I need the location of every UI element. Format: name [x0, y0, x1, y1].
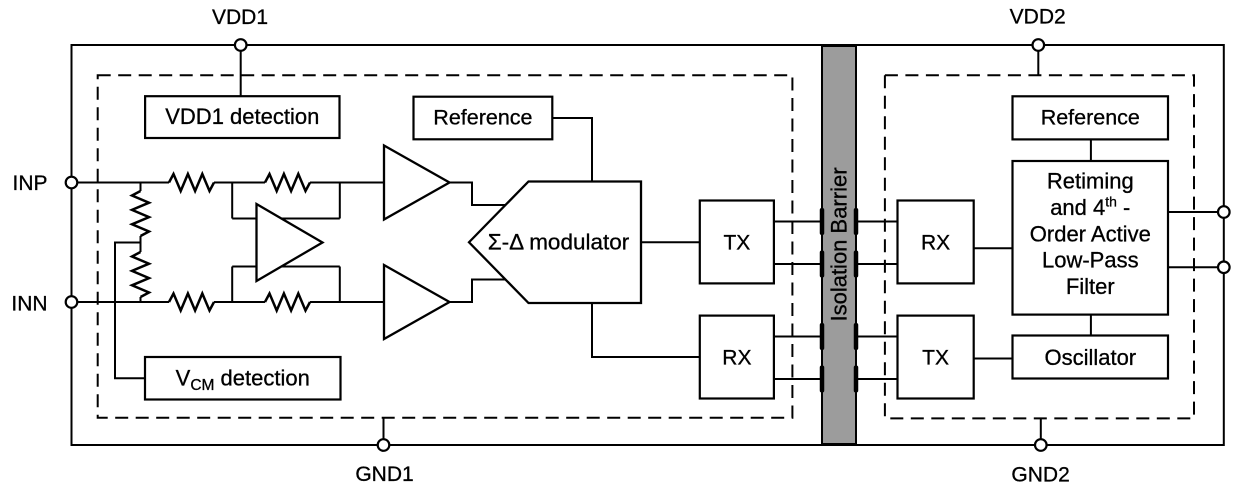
svg-text:INN: INN — [11, 293, 47, 316]
svg-text:and 4th -: and 4th - — [1050, 194, 1130, 221]
svg-text:Filter: Filter — [1066, 274, 1115, 299]
svg-text:Reference: Reference — [1041, 106, 1140, 130]
svg-text:GND1: GND1 — [355, 463, 413, 486]
svg-text:TX: TX — [723, 232, 750, 255]
svg-text:Retiming: Retiming — [1047, 169, 1134, 194]
svg-text:Oscillator: Oscillator — [1044, 345, 1136, 370]
svg-text:VDD1 detection: VDD1 detection — [165, 104, 319, 129]
svg-text:Low-Pass: Low-Pass — [1042, 248, 1139, 273]
svg-text:INP: INP — [12, 172, 47, 195]
svg-text:VCM detection: VCM detection — [176, 366, 310, 395]
svg-text:TX: TX — [922, 347, 949, 370]
svg-text:GND2: GND2 — [1011, 464, 1069, 487]
svg-text:Reference: Reference — [433, 106, 532, 130]
svg-text:RX: RX — [921, 232, 950, 255]
svg-text:RX: RX — [722, 347, 751, 370]
svg-text:Σ-Δ modulator: Σ-Δ modulator — [488, 230, 630, 255]
svg-text:VDD2: VDD2 — [1010, 6, 1066, 29]
svg-text:Order Active: Order Active — [1030, 222, 1151, 247]
svg-text:Isolation Barrier: Isolation Barrier — [827, 167, 852, 321]
svg-text:VDD1: VDD1 — [212, 6, 268, 29]
